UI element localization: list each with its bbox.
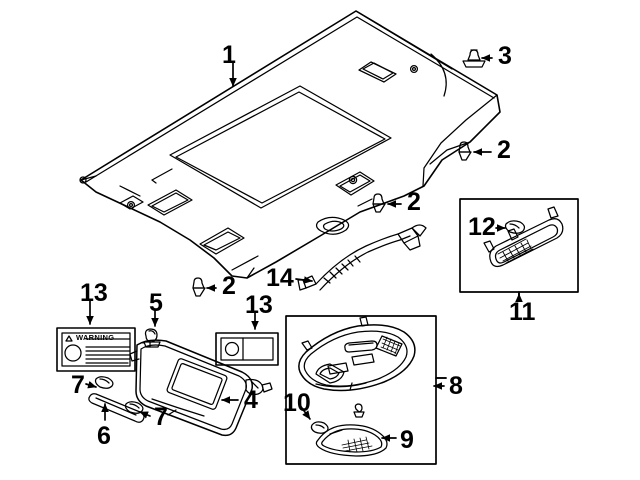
flanged-clip-part bbox=[462, 49, 486, 68]
leader-10 bbox=[298, 403, 311, 420]
callout-9: 9 bbox=[400, 426, 414, 454]
push-pin-clip-part-c bbox=[192, 277, 206, 297]
leader-14 bbox=[295, 276, 313, 284]
headliner-panel bbox=[79, 10, 501, 279]
assist-grab-handle-part bbox=[297, 224, 427, 291]
callout-2c: 2 bbox=[222, 272, 236, 300]
visor-rod-cap-part-b bbox=[124, 401, 144, 414]
overhead-console-part bbox=[298, 316, 416, 392]
leader-7a bbox=[85, 381, 97, 389]
push-pin-clip-part-b bbox=[372, 193, 386, 213]
callout-11: 11 bbox=[509, 298, 536, 326]
map-lamp-lens-part bbox=[315, 424, 388, 457]
visor-rod-cap-part-a bbox=[94, 376, 114, 389]
push-pin-clip-part-a bbox=[458, 141, 472, 161]
callout-2a: 2 bbox=[497, 136, 511, 164]
callout-5: 5 bbox=[149, 289, 163, 317]
callout-3: 3 bbox=[498, 42, 512, 70]
callout-7b: 7 bbox=[154, 403, 168, 431]
warning-label-text: WARNING bbox=[76, 333, 115, 342]
sun-visor-part bbox=[129, 339, 273, 437]
callout-2b: 2 bbox=[407, 188, 421, 216]
mirror-label-box-shape bbox=[215, 332, 279, 366]
callout-13b: 13 bbox=[245, 291, 273, 319]
leader-7b bbox=[139, 411, 151, 419]
warning-label-box-shape bbox=[56, 327, 136, 372]
callout-4: 4 bbox=[244, 386, 258, 414]
callout-6: 6 bbox=[97, 422, 111, 450]
visor-retaining-clip-part bbox=[143, 328, 161, 348]
console-clip-part bbox=[353, 403, 365, 418]
vanity-lamp-bulb-part bbox=[504, 220, 526, 234]
callout-1: 1 bbox=[222, 41, 236, 69]
callout-14: 14 bbox=[266, 264, 294, 292]
callout-10: 10 bbox=[283, 389, 311, 417]
callout-8: 8 bbox=[449, 372, 463, 400]
callout-12: 12 bbox=[468, 213, 496, 241]
callout-13a: 13 bbox=[80, 279, 108, 307]
visor-support-rod-part bbox=[88, 393, 145, 423]
vanity-lamp-assembly-part bbox=[483, 206, 564, 268]
callout-7a: 7 bbox=[71, 371, 85, 399]
